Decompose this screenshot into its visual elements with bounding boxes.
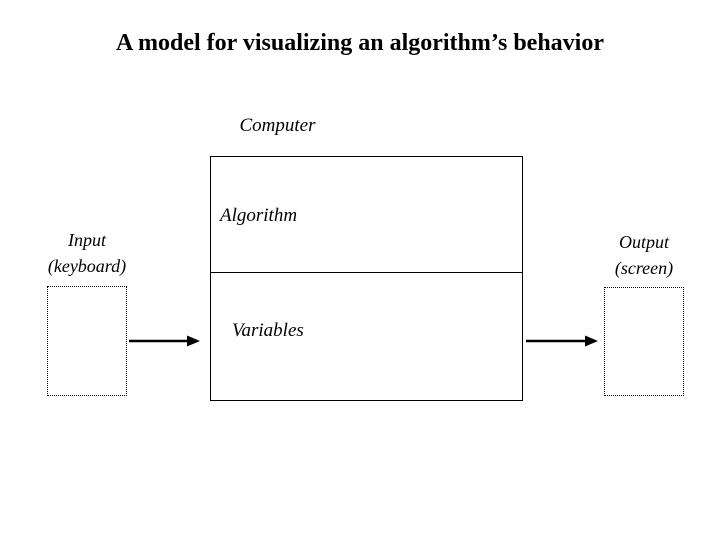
arrow-computer-to-output xyxy=(525,331,600,351)
arrow-right-icon xyxy=(129,335,200,347)
variables-label: Variables xyxy=(232,320,304,341)
input-placeholder-box xyxy=(47,286,127,396)
algorithm-label: Algorithm xyxy=(220,205,298,226)
input-label-line2: (keyboard) xyxy=(47,256,127,276)
input-label-line1: Input xyxy=(68,230,106,250)
computer-label: Computer xyxy=(239,115,316,136)
output-label-line1: Output xyxy=(618,232,669,252)
arrow-right-icon xyxy=(526,335,598,347)
computer-box xyxy=(210,156,523,401)
input-label: Input (keyboard) xyxy=(12,227,162,279)
output-label: Output (screen) xyxy=(569,229,719,281)
output-placeholder-box xyxy=(604,287,684,396)
computer-box-divider xyxy=(210,272,523,273)
output-label-line2: (screen) xyxy=(614,258,674,278)
page-title: A model for visualizing an algorithm’s b… xyxy=(115,30,604,56)
arrow-input-to-computer xyxy=(128,331,202,351)
